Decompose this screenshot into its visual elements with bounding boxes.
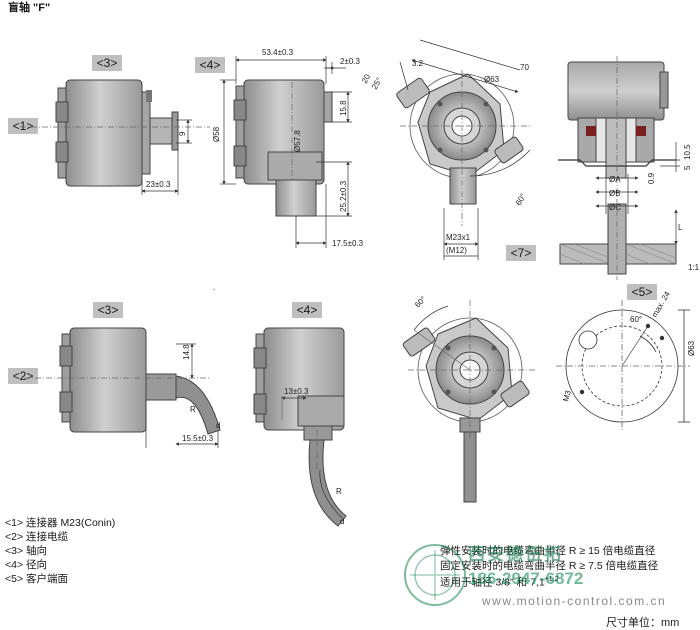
dim-c: ØC [609,203,621,212]
dimension-lines-section-view [595,56,680,280]
dim-58: Ø58 [212,126,221,142]
dim-17-5: 17.5±0.3 [332,239,364,248]
dim-0-9: 0.9 [647,172,656,184]
dim-20: 20 [360,72,373,85]
dim-14-8: 14.8 [182,344,191,360]
legend: <1> 连接器 M23(Conin) <2> 连接电缆 <3> 轴向 <4> 径… [5,516,115,586]
encoder-radial-connector-view [233,79,333,217]
view-tag-top-radial: <4> [195,57,225,73]
dim-r-radial: R [336,487,342,496]
dimension-lines-top-radial [220,56,352,248]
dim-60deg-bottom: 60° [413,294,428,309]
page-title: 盲轴 "F" [8,2,51,14]
legend-item: <1> 连接器 M23(Conin) [5,517,116,529]
view-tag-bottom-left: <2> [8,368,38,384]
dim-15-5: 15.5±0.3 [182,434,214,443]
scale-label: 1:1 [688,263,700,272]
view-tag-top-left: <1> [8,118,38,134]
legend-item: <5> 客户端面 [5,573,69,585]
dimension-lines-bottom-radial [281,396,343,519]
dim-d-radial: d [340,517,344,526]
encoder-axial-connector-view [55,79,179,187]
dim-23: 23±0.3 [146,180,171,189]
legend-item: <2> 连接电缆 [5,531,69,543]
legend-item: <4> 径向 [5,559,48,571]
view-tag-bottom-radial: <4> [292,302,322,318]
dimension-lines-front-cable [408,300,536,440]
dim-r-bottom: R [190,405,196,414]
view-tag-rear: <7> [506,245,536,261]
dim-3-2: 3.2 [412,59,424,68]
unit-label: 尺寸单位：mm [606,617,680,629]
customer-mounting-face [556,300,690,430]
dim-63-face: Ø63 [687,340,696,356]
view-tag-top-axial: <3> [92,55,122,71]
dim-a: ØA [609,175,621,184]
watermark-url: www.motion-control.com.cn [482,594,667,608]
dim-15-8: 15.8 [339,100,348,116]
encoder-front-view-connector [396,73,524,205]
note-flexible-mount: 弹性安装时的电缆弯曲半径 R ≥ 15 倍电缆直径 [440,545,656,557]
dim-13: 13±0.3 [284,387,309,396]
note-shaft-size: 适用于轴径 3/8" 和 7,1+1,2 [440,576,559,589]
view-tag-bottom-axial: <3> [93,302,123,318]
notes: 弹性安装时的电缆弯曲半径 R ≥ 15 倍电缆直径 固定安装时的电缆弯曲半径 R… [440,544,658,590]
note-fixed-mount: 固定安装时的电缆弯曲半径 R ≥ 7.5 倍电缆直径 [440,559,659,572]
dim-25deg: 25° [370,76,384,91]
dim-70: 70 [520,63,529,72]
dim-10-5: 10.5 [683,144,692,160]
watermark-company: 西安德伍拓 [468,545,563,564]
watermark-logo [404,544,466,606]
dim-53-4: 53.4±0.3 [262,48,294,57]
dim-m12: (M12) [446,246,467,255]
dimension-lines-bottom-axial [24,343,219,448]
dim-b: ØB [609,189,621,198]
watermark-phone: 186-2947-6872 [468,569,584,588]
dim-5: 5 [683,165,692,170]
dim-l: L [678,223,683,232]
dim-2: 2±0.3 [340,57,361,66]
dim-m23: M23x1 [446,233,471,242]
encoder-axial-cable-view [59,327,221,435]
dim-57-8: Ø57.8 [293,130,302,152]
svg-text:‘: ‘ [213,287,215,297]
dim-63: Ø63 [484,75,500,84]
view-tag-customer-end: <5> [627,284,657,300]
dim-25-2: 25.2±0.3 [339,180,348,212]
dimension-lines-top-left [20,119,210,195]
dim-60deg-face: 60° [630,315,642,324]
dim-max24: max. 24 [650,289,672,319]
dim-m3: M3 [561,389,573,403]
dim-d-bottom: d [216,421,220,430]
dimension-lines-front-view [399,39,531,260]
encoder-front-view-cable [402,317,530,503]
dim-9: 9 [178,131,187,136]
legend-item: <3> 轴向 [5,545,48,557]
encoder-radial-cable-view [253,327,347,527]
dim-60deg-top: 60° [514,192,528,207]
